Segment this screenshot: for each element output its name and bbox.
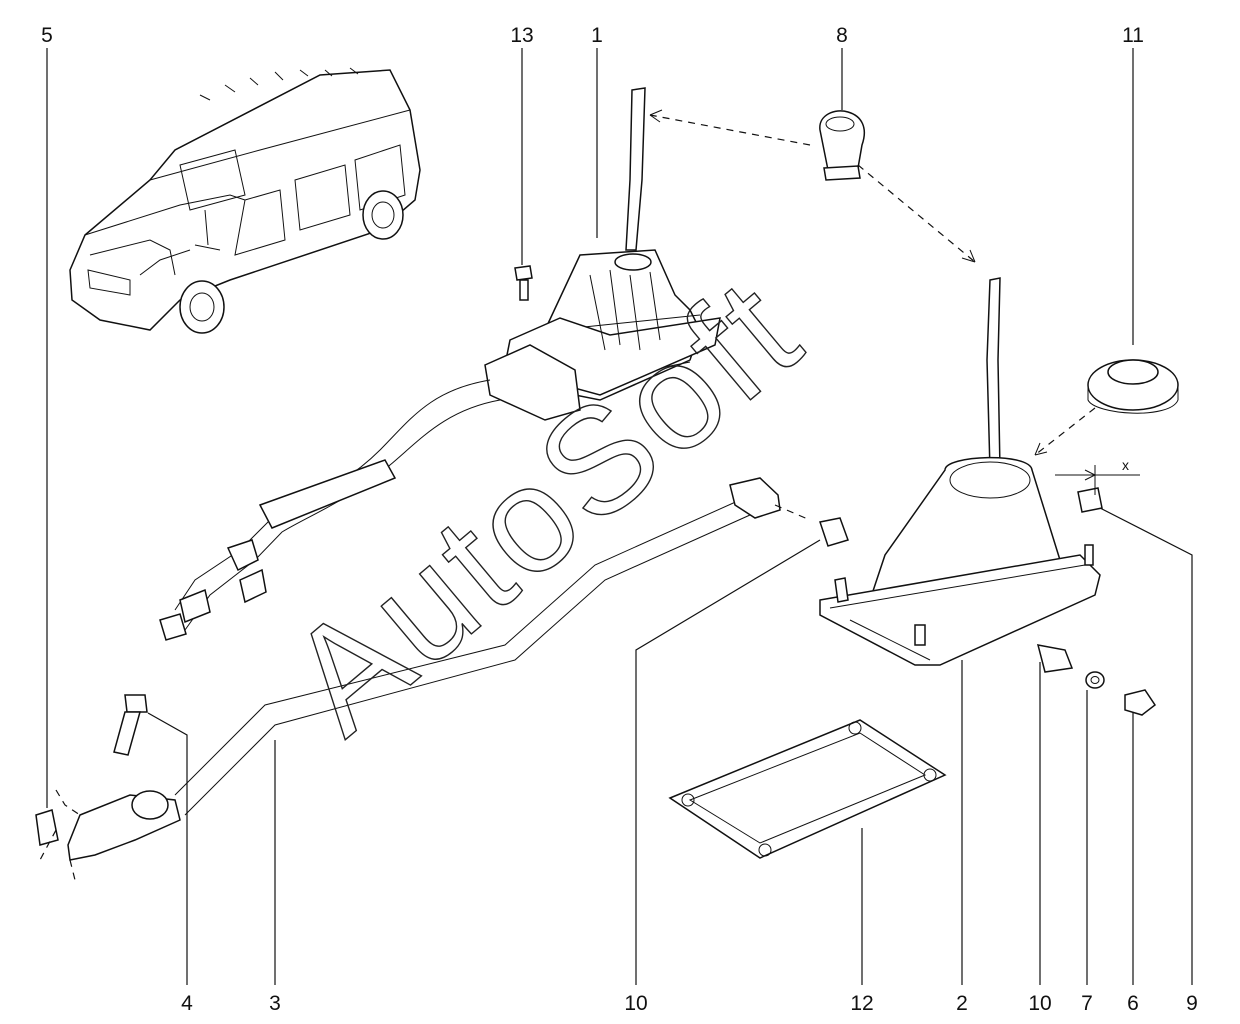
callout-3: 3 — [269, 992, 281, 1015]
callout-11: 11 — [1122, 24, 1144, 47]
shift-knob-8 — [819, 110, 866, 181]
coupling-5 — [35, 790, 181, 861]
callout-labels: 5 13 1 8 11 4 3 10 12 2 10 7 6 9 — [41, 24, 1198, 1015]
small-fasteners — [819, 487, 1157, 716]
callout-4: 4 — [181, 992, 193, 1015]
gasket-12 — [668, 719, 947, 859]
boot-ring-11 — [1087, 359, 1179, 414]
callout-5: 5 — [41, 24, 53, 47]
bolt-4 — [113, 694, 148, 756]
callout-12: 12 — [850, 992, 873, 1015]
dimension-x: x — [1055, 457, 1140, 495]
leader-lines — [46, 48, 1193, 985]
callout-1: 1 — [591, 24, 603, 47]
callout-2: 2 — [956, 992, 968, 1015]
callout-6: 6 — [1127, 992, 1139, 1015]
assembly-arrows — [39, 109, 1096, 881]
callout-9: 9 — [1186, 992, 1198, 1015]
selector-rod-3 — [174, 477, 781, 816]
callout-10-right: 10 — [1028, 992, 1051, 1015]
callout-7: 7 — [1081, 992, 1093, 1015]
gear-cables — [159, 379, 501, 641]
vehicle-illustration — [69, 67, 421, 334]
callout-10-left: 10 — [624, 992, 647, 1015]
callout-8: 8 — [836, 24, 848, 47]
lever-housing-2 — [819, 277, 1101, 666]
callout-13: 13 — [510, 24, 533, 47]
shift-lever-assembly — [484, 87, 721, 421]
dimension-label: x — [1122, 457, 1129, 473]
bolt-13 — [514, 265, 533, 301]
